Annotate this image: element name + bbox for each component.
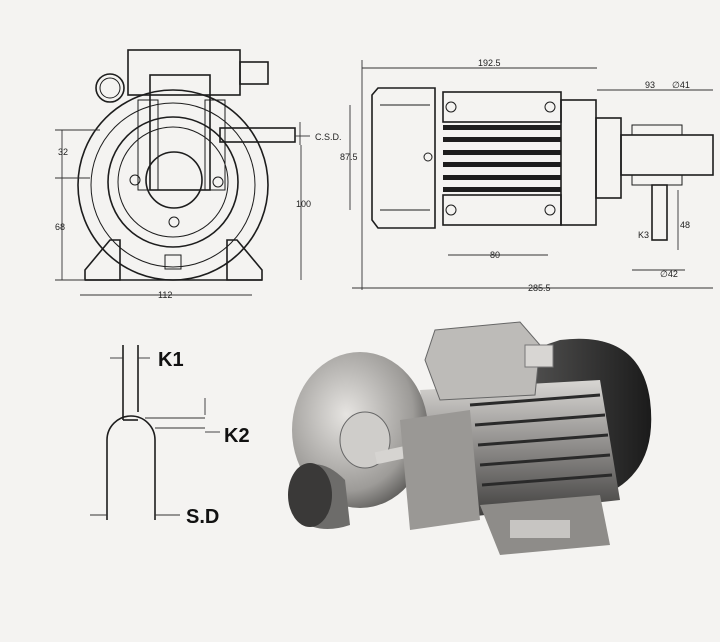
dim-100: 100 [296, 199, 311, 209]
dim-k3: K3 [638, 230, 649, 240]
dim-csd: C.S.D. [315, 132, 342, 142]
dim-80: 80 [490, 250, 500, 260]
dim-285-5: 285.5 [528, 283, 551, 293]
front-view: 32 68 112 C.S.D. 100 [55, 49, 342, 300]
dim-dia41: ∅41 [672, 80, 690, 90]
dim-192-5: 192.5 [478, 58, 501, 68]
dim-112: 112 [158, 290, 172, 300]
dim-93: 93 [645, 80, 655, 90]
label-k1: K1 [158, 349, 184, 371]
motor-photo [288, 321, 652, 555]
dim-48: 48 [680, 220, 690, 230]
label-k2: K2 [224, 425, 250, 447]
side-view: 192.5 93 ∅41 87.5 80 285.5 48 K3 ∅42 [340, 58, 714, 293]
dim-32: 32 [58, 147, 68, 157]
dim-68: 68 [55, 222, 65, 232]
dim-87-5: 87.5 [340, 152, 358, 162]
label-sd: S.D [186, 506, 219, 528]
shaft-detail: K1 K2 S.D [90, 345, 250, 528]
dim-dia42: ∅42 [660, 269, 678, 279]
